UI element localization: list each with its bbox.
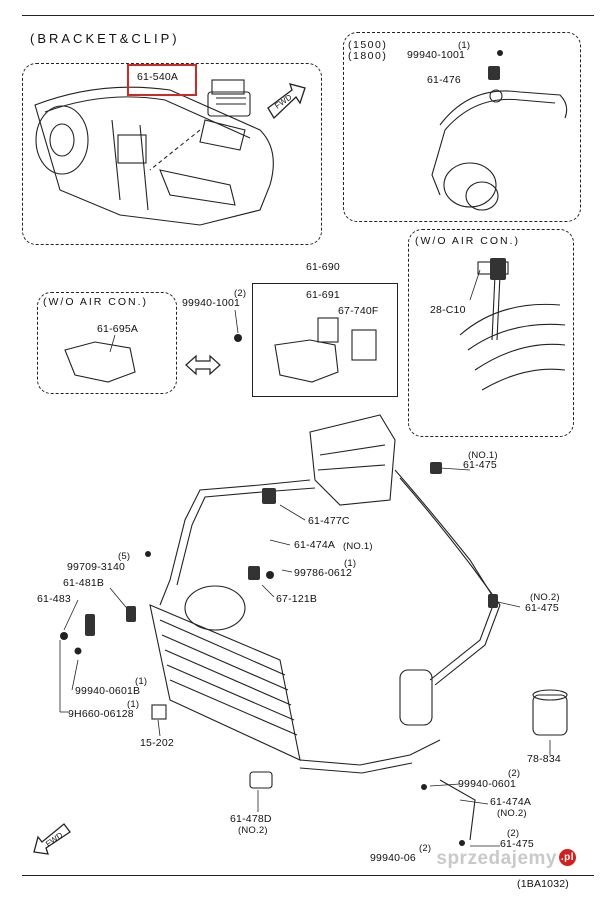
part-61-540a-icon bbox=[207, 79, 251, 117]
part-label-78-834: 78-834 bbox=[527, 753, 561, 765]
part-label-61-481b: 61-481B bbox=[63, 577, 105, 589]
double-arrow-icon bbox=[185, 354, 221, 376]
part-label-99940-1001-mid: 99940-1001 bbox=[182, 297, 241, 309]
compressor-illustration bbox=[431, 89, 568, 211]
part-label-99940-0601b: 99940-0601B bbox=[75, 685, 141, 697]
part-label-99709-3140: 99709-3140 bbox=[67, 561, 126, 573]
wo-air-con-label-left: (W/O AIR CON.) bbox=[43, 296, 148, 308]
part-label-67-740f: 67-740F bbox=[338, 305, 379, 317]
part-label-61-691: 61-691 bbox=[306, 289, 340, 301]
bracket-61-695a bbox=[64, 341, 136, 383]
clip-icon bbox=[85, 66, 506, 636]
part-label-61-474a-no2: 61-474A bbox=[490, 796, 532, 808]
qty-99709-3140: (5) bbox=[118, 551, 131, 562]
bracket-61-691 bbox=[274, 339, 339, 383]
diagram-title: (BRACKET&CLIP) bbox=[30, 31, 180, 46]
watermark-mark: .pl bbox=[559, 849, 576, 866]
qty-61-475-bottom: (2) bbox=[507, 828, 520, 839]
part-label-9h660-06128: 9H660-06128 bbox=[68, 708, 134, 720]
part-label-61-478d: 61-478D bbox=[230, 813, 272, 825]
qty-99940-1001-top: (1) bbox=[458, 40, 471, 51]
highlight-61-540a bbox=[127, 64, 197, 96]
part-label-61-540a: 61-540A bbox=[137, 71, 179, 83]
qty-9h660-06128: (1) bbox=[127, 699, 140, 710]
frame-wo-air-con-left bbox=[37, 292, 177, 394]
part-label-99940-1001-top: 99940-1001 bbox=[407, 49, 466, 61]
evaporator-unit bbox=[309, 414, 396, 506]
part-label-61-476: 61-476 bbox=[427, 74, 461, 86]
frame-61-690 bbox=[252, 283, 398, 397]
dashboard-illustration bbox=[34, 86, 274, 226]
qty-99786-0612: (1) bbox=[344, 558, 357, 569]
qty-61-474a-no2: (NO.2) bbox=[497, 808, 527, 819]
engine-variant-note: (1500) (1800) bbox=[348, 39, 388, 62]
qty-99940-0601: (2) bbox=[508, 768, 521, 779]
qty-61-478d: (NO.2) bbox=[238, 825, 268, 836]
refrigerant-pipes bbox=[159, 469, 501, 841]
frame-dashboard bbox=[22, 63, 322, 245]
part-label-15-202: 15-202 bbox=[140, 737, 174, 749]
part-label-99940-06: 99940-06 bbox=[370, 852, 416, 864]
part-label-61-474a-no1: 61-474A bbox=[294, 539, 336, 551]
part-label-61-477c: 61-477C bbox=[308, 515, 350, 527]
part-label-28-c10: 28-C10 bbox=[430, 304, 466, 316]
forward-arrow-icon bbox=[33, 83, 306, 855]
condenser-illustration bbox=[149, 585, 301, 761]
receiver-drier bbox=[399, 669, 433, 726]
frame-wo-air-con-right bbox=[408, 229, 574, 437]
watermark-text: sprzedajemy bbox=[436, 848, 557, 869]
part-label-61-483: 61-483 bbox=[37, 593, 71, 605]
qty-99940-06: (2) bbox=[419, 843, 432, 854]
bottom-rule bbox=[22, 875, 594, 876]
qty-99940-0601b: (1) bbox=[135, 676, 148, 687]
part-78-834 bbox=[532, 689, 568, 736]
qty-99940-1001-mid: (2) bbox=[234, 288, 247, 299]
part-label-61-475-bottom: 61-475 bbox=[500, 838, 534, 850]
frame-engine-top-right bbox=[343, 32, 581, 222]
engine-bay-illustration bbox=[459, 261, 566, 391]
part-label-61-695a: 61-695A bbox=[97, 323, 139, 335]
wo-air-con-label-right: (W/O AIR CON.) bbox=[415, 235, 520, 247]
part-label-61-690: 61-690 bbox=[306, 261, 340, 273]
top-rule bbox=[22, 15, 594, 16]
part-label-61-475-no2: 61-475 bbox=[525, 602, 559, 614]
part-label-99940-0601: 99940-0601 bbox=[458, 778, 517, 790]
part-label-61-475-no1: 61-475 bbox=[463, 459, 497, 471]
diagram-code: (1BA1032) bbox=[517, 878, 569, 890]
qty-61-474a-no1: (NO.1) bbox=[343, 541, 373, 552]
bolt-icon bbox=[60, 50, 503, 846]
part-label-99786-0612: 99786-0612 bbox=[294, 567, 353, 579]
watermark: sprzedajemy.pl bbox=[436, 848, 576, 870]
qty-61-475-no1: (NO.1) bbox=[468, 450, 498, 461]
part-label-67-121b: 67-121B bbox=[276, 593, 318, 605]
qty-61-475-no2: (NO.2) bbox=[530, 592, 560, 603]
